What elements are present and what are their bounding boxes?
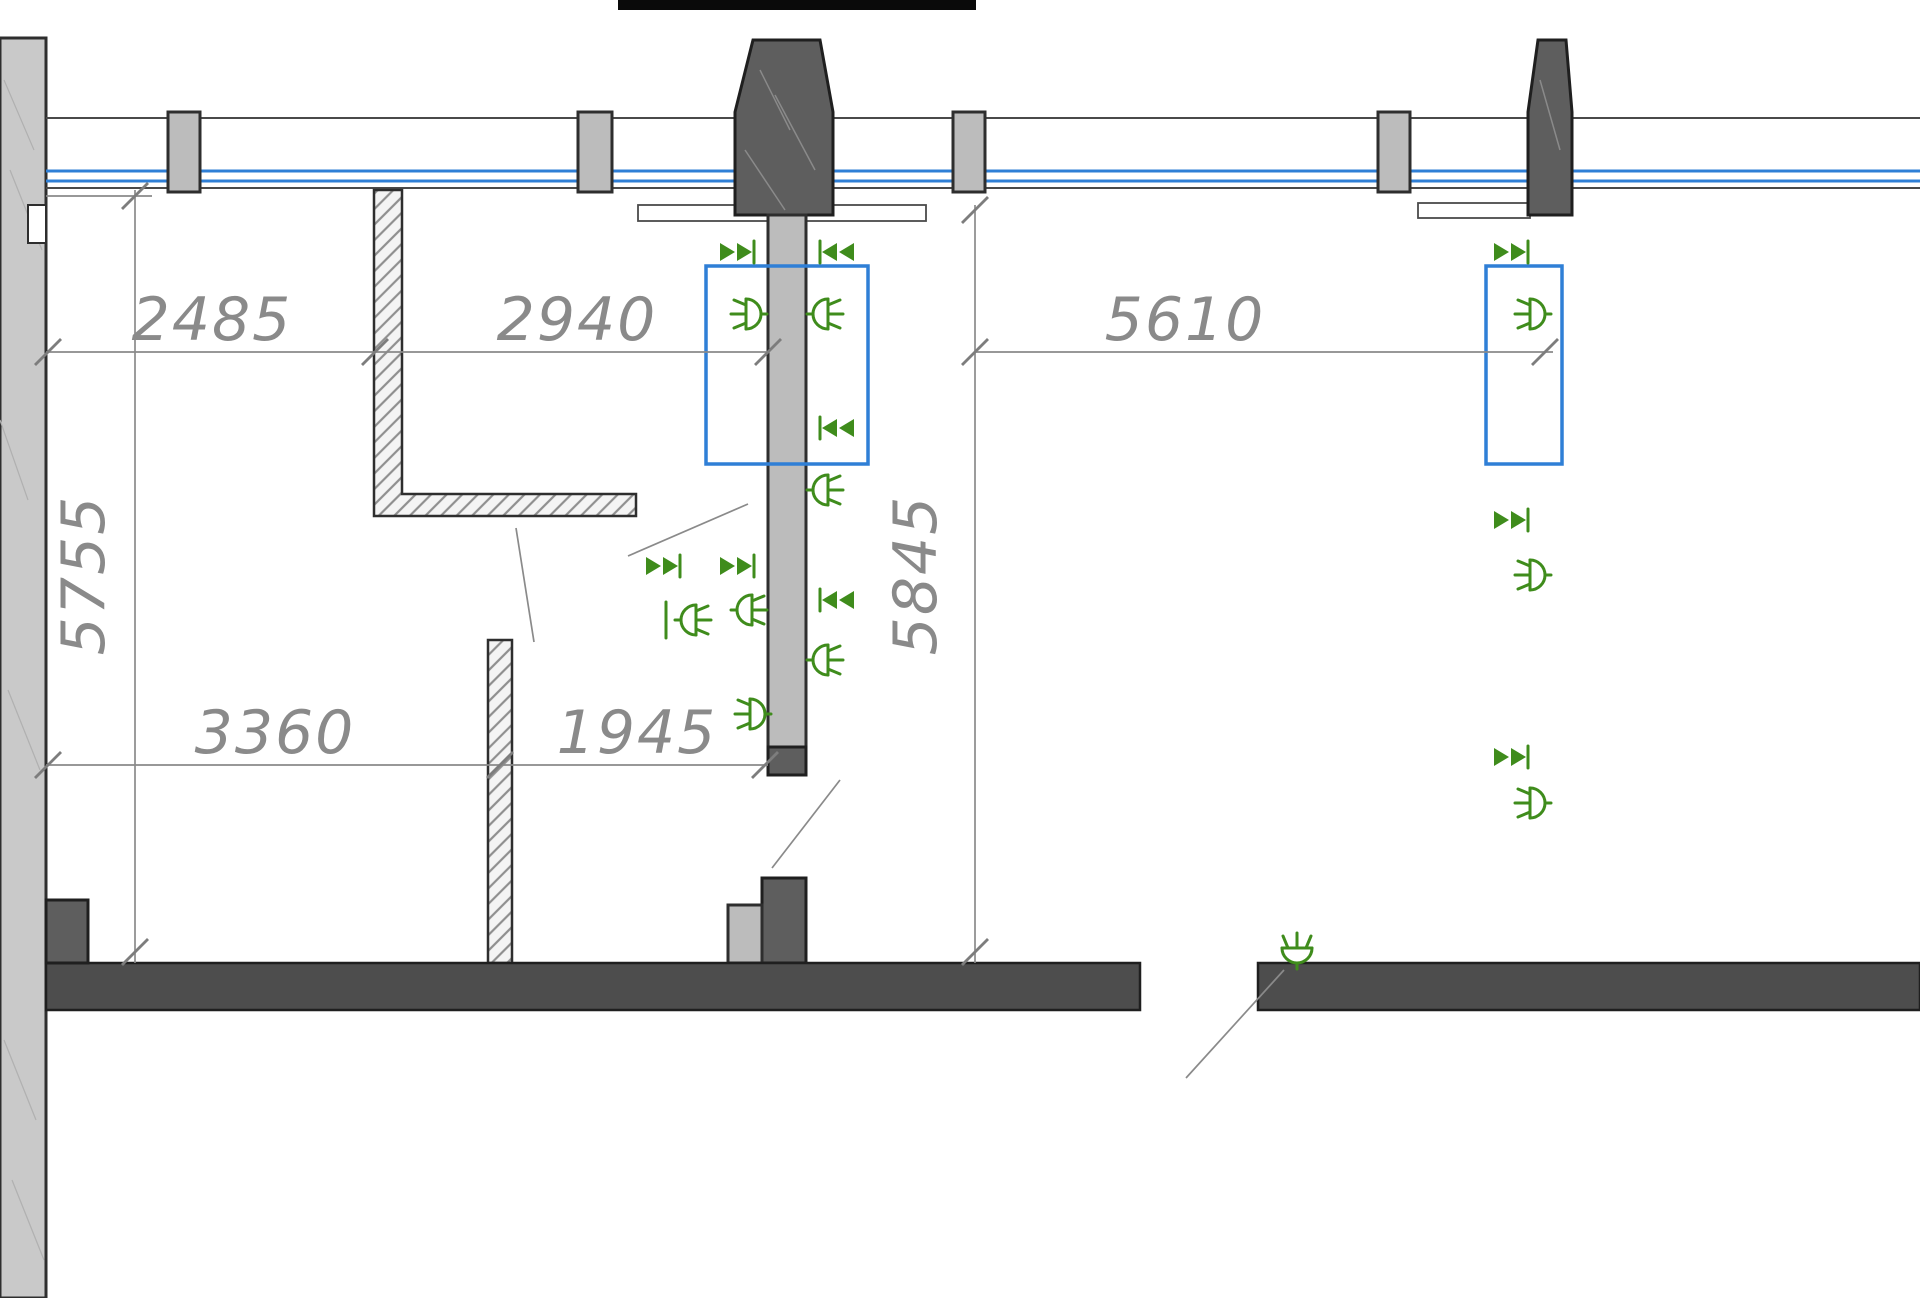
window-sill-ledge <box>1417 202 1531 219</box>
outlet-symbol <box>733 697 773 731</box>
section-mark-bar <box>618 0 976 10</box>
outlet-symbol <box>673 603 713 637</box>
outlet-symbol <box>1513 558 1553 592</box>
party-wall-end-cap <box>766 745 808 777</box>
bottom-wall-right <box>1256 961 1920 1012</box>
arrows-symbol <box>644 553 682 579</box>
partition-wall-L <box>372 188 638 518</box>
dimension-1945: 1945 <box>557 698 718 768</box>
window-mullion <box>951 110 987 194</box>
arrows-symbol <box>718 239 756 265</box>
dimension-2940: 2940 <box>497 285 658 355</box>
dimension-texts: 2485 2940 5610 3360 1945 5755 5845 <box>49 285 1266 768</box>
bottom-wall-left <box>44 961 1142 1012</box>
window-wall <box>46 110 1920 222</box>
wall-stub <box>44 898 90 965</box>
column-notch <box>27 204 47 244</box>
party-wall-body <box>766 213 808 749</box>
dimension-5755: 5755 <box>49 495 119 656</box>
dimension-2485: 2485 <box>132 285 293 355</box>
wall-step-block <box>760 876 808 965</box>
window-mullion <box>1376 110 1412 194</box>
electrical-symbols <box>644 239 1553 971</box>
arrows-symbol <box>818 239 856 265</box>
arrows-symbol <box>718 553 756 579</box>
structural-column-right <box>1526 38 1574 217</box>
window-mullion <box>166 110 202 194</box>
outlet-symbol <box>805 297 845 331</box>
dimension-5845: 5845 <box>881 495 951 656</box>
window-glazing-lines <box>46 169 1920 183</box>
outlet-symbol <box>805 473 845 507</box>
equipment-outlines <box>704 264 1564 466</box>
window-mullion <box>576 110 614 194</box>
equipment-box-center <box>704 264 870 466</box>
arrows-symbol <box>818 587 856 613</box>
arrows-symbol <box>818 415 856 441</box>
equipment-box-right <box>1484 264 1564 466</box>
outlet-symbol <box>729 297 769 331</box>
floor-slabs <box>44 898 1920 1012</box>
outlet-symbol <box>729 593 769 627</box>
dimension-5610: 5610 <box>1105 285 1266 355</box>
arrows-symbol <box>1492 239 1530 265</box>
structural-column-center <box>733 38 835 217</box>
partition-wall-lower <box>486 638 514 965</box>
arrows-symbol <box>1492 744 1530 770</box>
wall-step-block <box>726 903 764 965</box>
dimension-lines <box>34 182 1559 966</box>
outlet-symbol <box>805 643 845 677</box>
leader-lines <box>515 503 1285 1079</box>
outlet-symbol <box>1513 297 1553 331</box>
party-wall-center <box>726 213 808 965</box>
arrows-symbol <box>1492 507 1530 533</box>
partition-walls <box>372 188 638 965</box>
outlet-symbol <box>1513 786 1553 820</box>
dimension-3360: 3360 <box>195 698 356 768</box>
concrete-column-left <box>0 36 48 1298</box>
